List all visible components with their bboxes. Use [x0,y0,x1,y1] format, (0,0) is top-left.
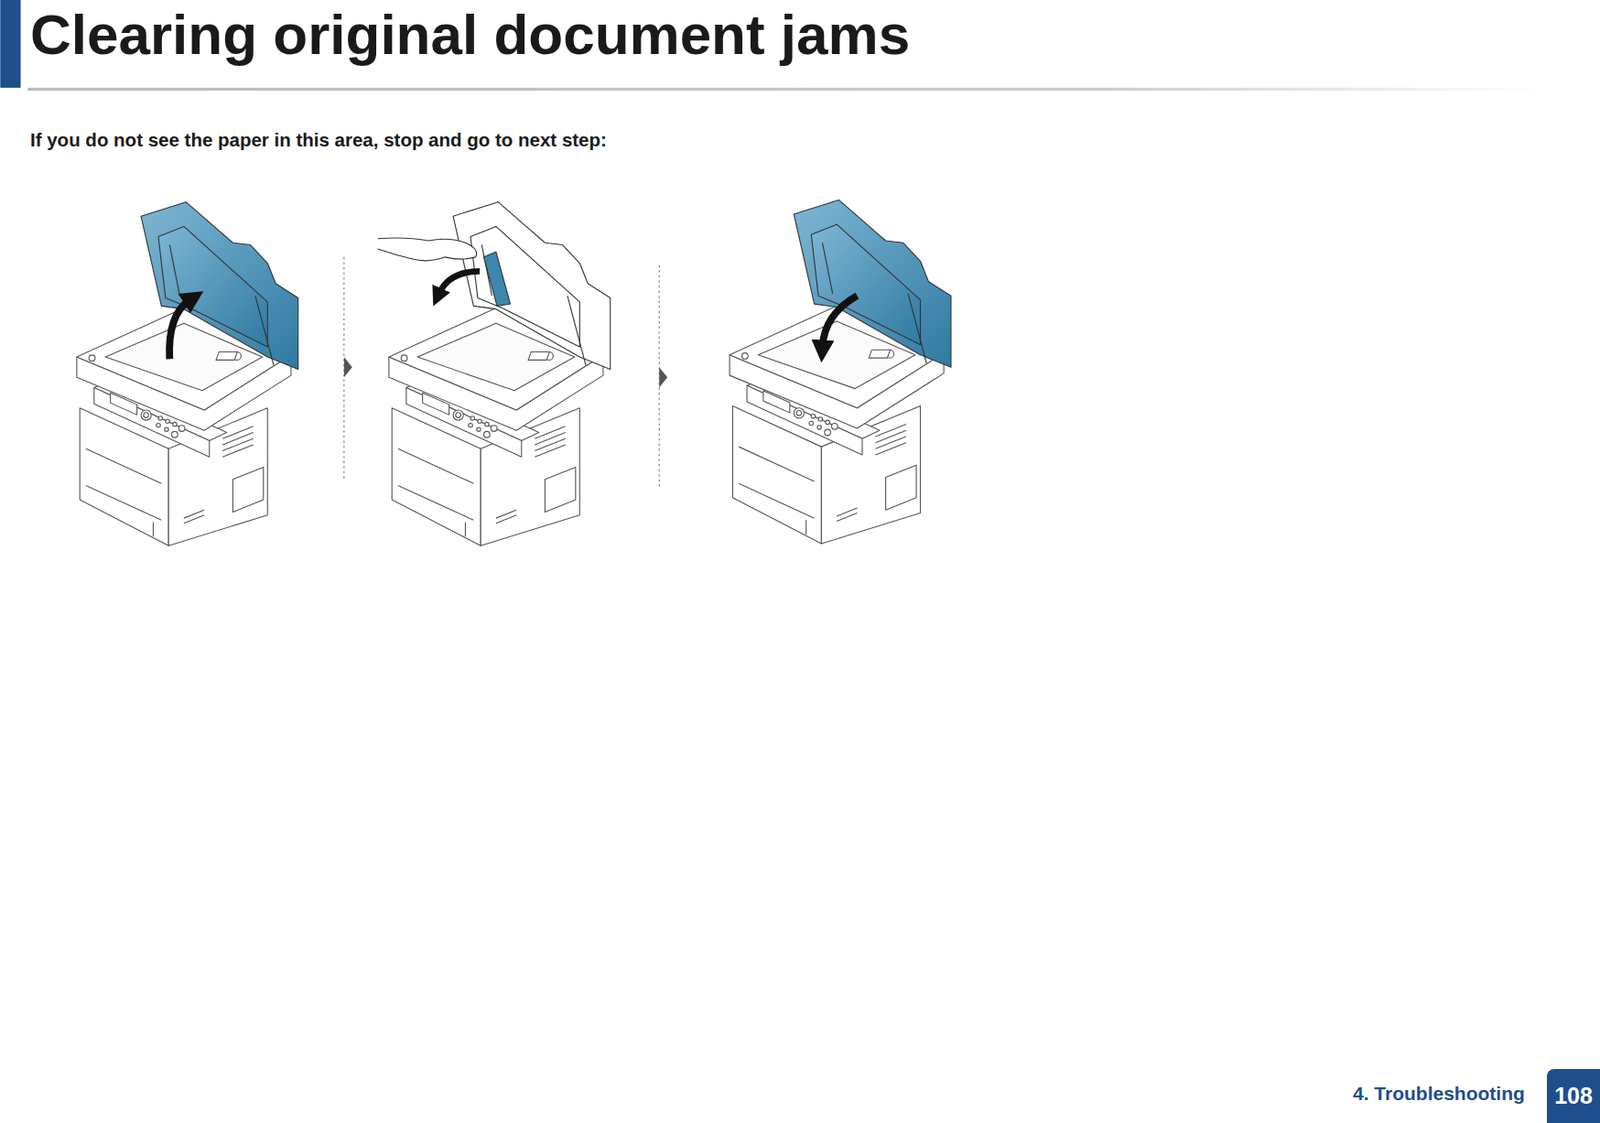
chapter-footer: 4. Troubleshooting [1352,1082,1525,1105]
page-number: 108 [1554,1082,1593,1110]
page-number-box: 108 [1546,1069,1600,1123]
instruction-text: If you do not see the paper in this area… [30,129,607,152]
page-title: Clearing original document jams [30,1,910,67]
